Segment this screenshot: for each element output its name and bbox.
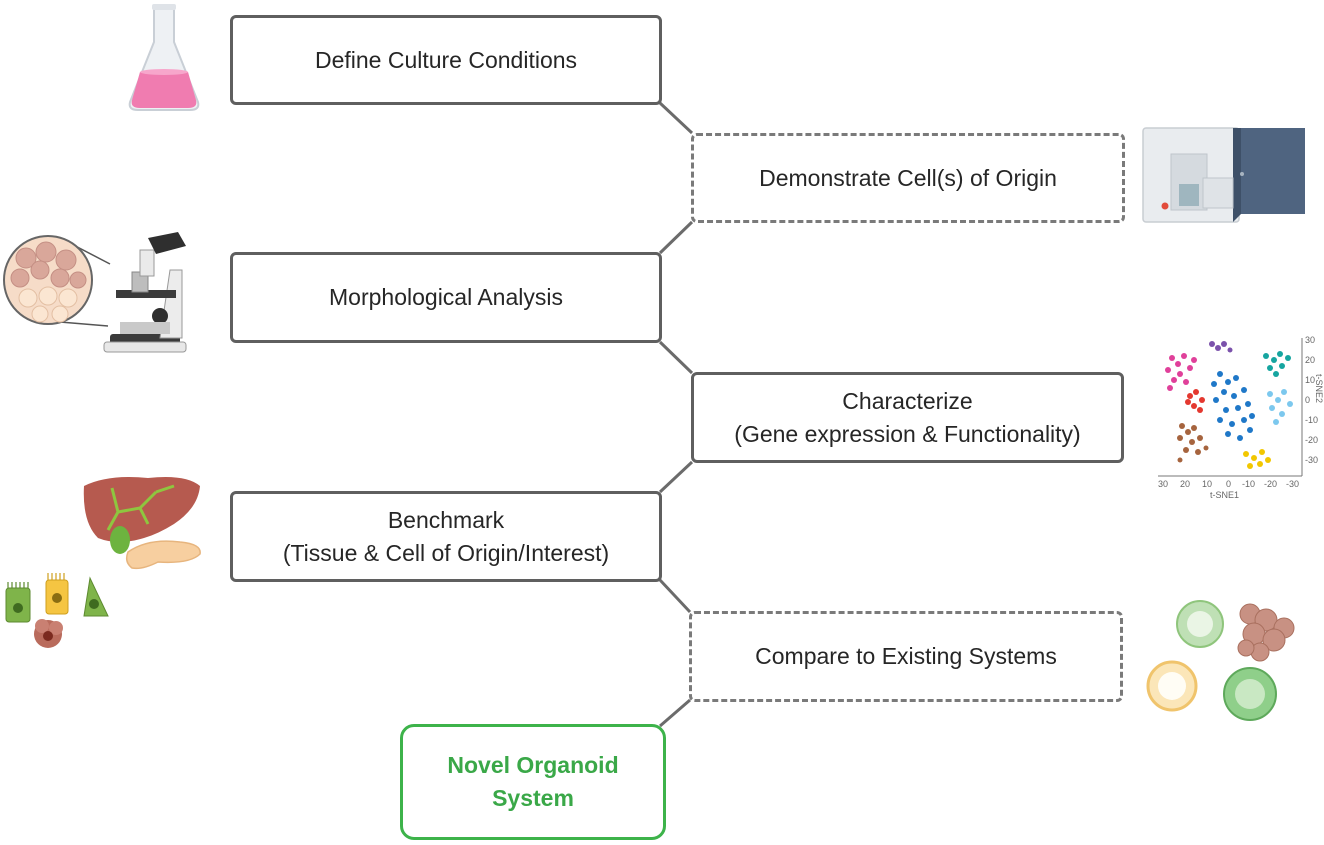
step-label: Demonstrate Cell(s) of Origin xyxy=(759,164,1057,191)
y-tick: -20 xyxy=(1305,435,1318,445)
step-compare-existing-systems: Compare to Existing Systems xyxy=(689,611,1123,702)
connector-3 xyxy=(658,340,694,375)
cells-icon xyxy=(5,573,109,648)
step-label: Morphological Analysis xyxy=(329,284,563,310)
y-tick: 30 xyxy=(1305,335,1315,345)
connector-6 xyxy=(659,698,691,728)
x-tick: 20 xyxy=(1180,479,1190,489)
step-characterize: Characterize (Gene expression & Function… xyxy=(691,372,1124,463)
step-label: Define Culture Conditions xyxy=(314,46,578,73)
x-axis-label: t-SNE1 xyxy=(1210,490,1239,500)
x-tick: -10 xyxy=(1242,479,1255,489)
tsne-plot: 30 20 10 0 -10 -20 -30 t-SNE1 30 20 10 0… xyxy=(1158,335,1324,500)
organoid-yellow xyxy=(1146,660,1198,712)
x-tick: -20 xyxy=(1264,479,1277,489)
y-tick: 0 xyxy=(1305,395,1310,405)
step-benchmark: Benchmark (Tissue & Cell of Origin/Inter… xyxy=(230,491,662,582)
step-sublabel: (Gene expression & Functionality) xyxy=(734,420,1081,447)
organoid-budding xyxy=(1237,603,1295,662)
step-morphological-analysis: Morphological Analysis xyxy=(230,252,662,343)
flow-cytometer-icon xyxy=(1142,127,1305,223)
microscope-icon xyxy=(3,232,187,353)
tsne-clusters xyxy=(1165,341,1293,469)
connector-4 xyxy=(658,460,694,494)
step-define-culture-conditions: Define Culture Conditions xyxy=(230,15,662,105)
x-tick: -30 xyxy=(1286,479,1299,489)
x-tick: 10 xyxy=(1202,479,1212,489)
step-novel-organoid-system: Novel Organoid System xyxy=(400,724,666,840)
x-tick: 0 xyxy=(1226,479,1231,489)
step-label: Compare to Existing Systems xyxy=(755,643,1057,669)
cell-1 xyxy=(5,582,31,623)
connector-5 xyxy=(658,578,692,614)
step-demonstrate-cell-origin: Demonstrate Cell(s) of Origin xyxy=(691,133,1125,223)
step-label: Benchmark xyxy=(387,506,505,533)
step-sublabel: (Tissue & Cell of Origin/Interest) xyxy=(282,539,610,566)
y-axis-label: t-SNE2 xyxy=(1314,374,1324,403)
flask-icon xyxy=(128,4,200,111)
x-tick: 30 xyxy=(1158,479,1168,489)
y-tick: -30 xyxy=(1305,455,1318,465)
connector-1 xyxy=(658,101,694,135)
cell-4 xyxy=(34,619,63,648)
y-tick: 10 xyxy=(1305,375,1315,385)
organoids-icon xyxy=(1146,600,1295,721)
cell-3 xyxy=(83,576,109,617)
y-tick: -10 xyxy=(1305,415,1318,425)
y-tick: 20 xyxy=(1305,355,1315,365)
organoid-green-bottom xyxy=(1223,667,1277,721)
step-label: Characterize xyxy=(842,387,973,414)
step-label: Novel Organoid xyxy=(447,752,619,778)
cell-2 xyxy=(45,573,69,615)
organoid-green-top xyxy=(1176,600,1224,648)
step-sublabel: System xyxy=(492,785,574,811)
connector-2 xyxy=(658,220,694,255)
liver-pancreas-icon xyxy=(83,477,201,570)
